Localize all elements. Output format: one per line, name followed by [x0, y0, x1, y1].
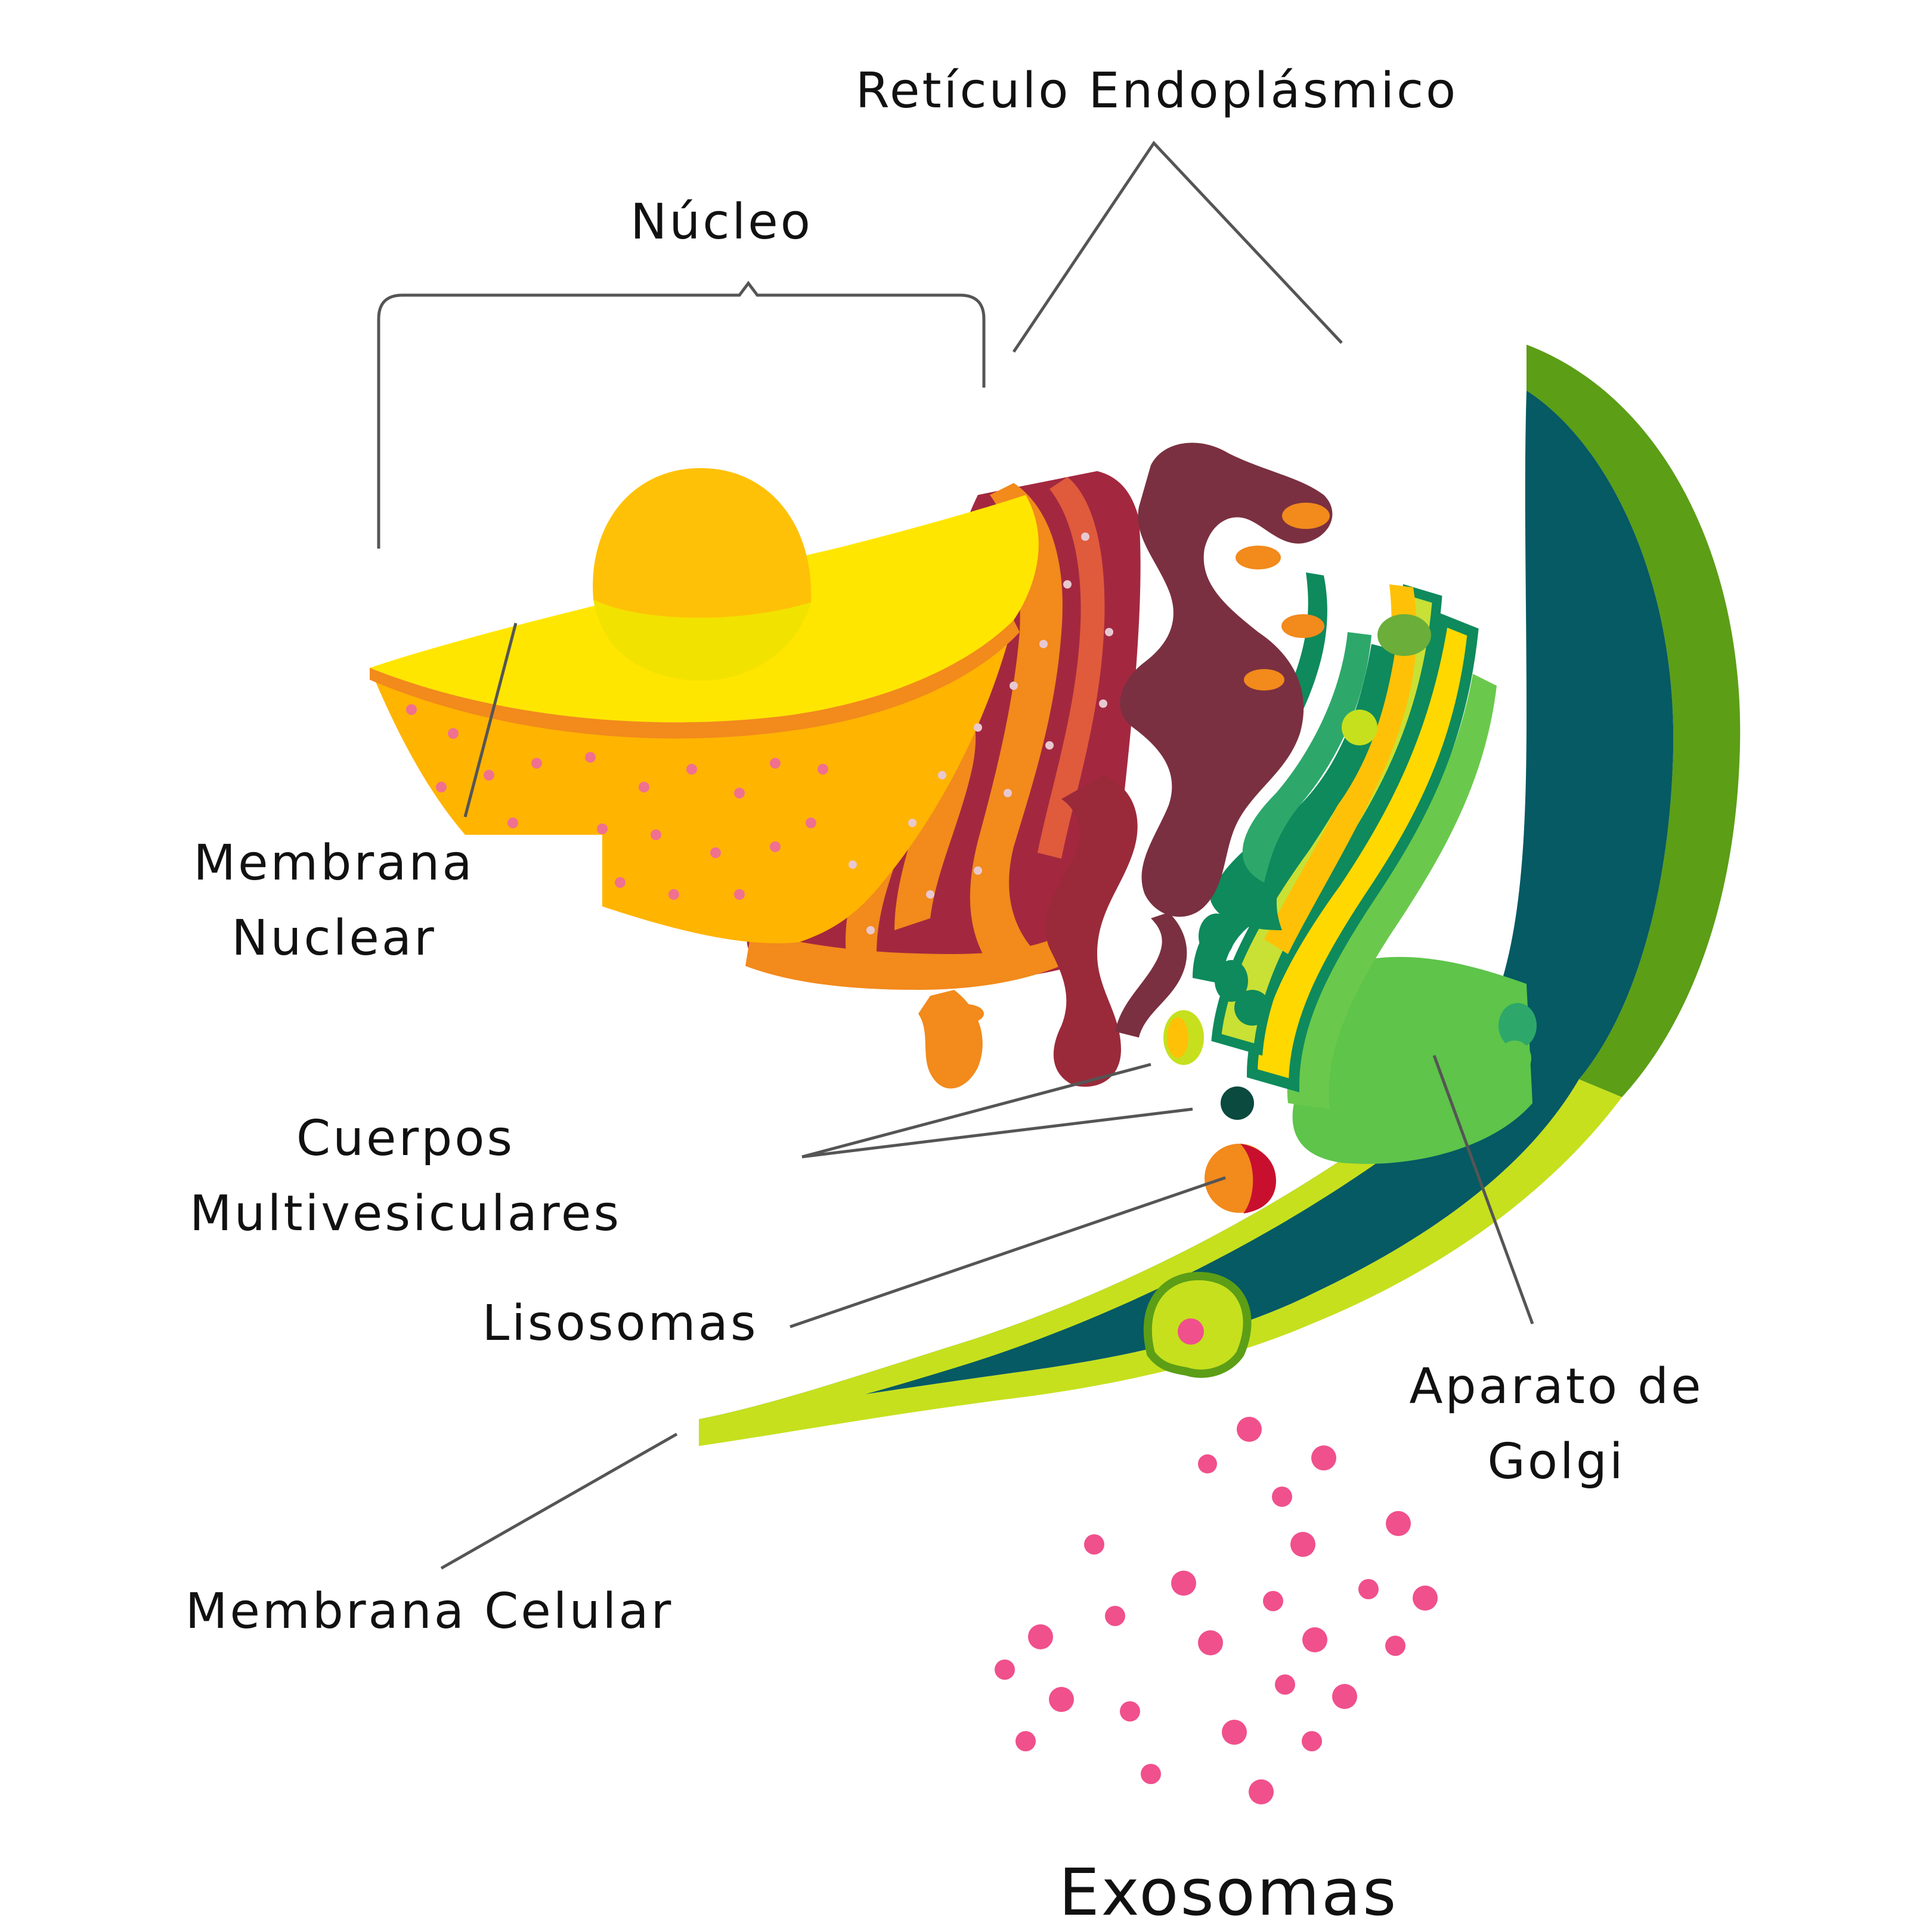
chromatin-dots — [406, 704, 828, 900]
vesicle — [1498, 1041, 1531, 1076]
rough-er-fold-5 — [745, 930, 1073, 990]
label-aparato-de-golgi: Aparato de Golgi — [1371, 1349, 1741, 1500]
label-lisosomas: Lisosomas — [482, 1295, 758, 1352]
smooth-er-tubule — [918, 990, 983, 1089]
nucleolus-shadow — [593, 599, 811, 681]
nucleo-bracket — [377, 280, 986, 549]
golgi-cisterna-1 — [1287, 674, 1497, 1109]
nucleus — [370, 468, 1113, 943]
vesicle — [1342, 710, 1377, 745]
exosomes — [995, 1417, 1438, 1804]
multivesicular-body — [1221, 1086, 1254, 1120]
budding-exosome — [1178, 1318, 1204, 1345]
label-membrana-celular: Membrana Celular — [185, 1583, 674, 1640]
label-membrana-nuclear-line1: Membrana — [193, 835, 475, 891]
golgi-leader — [1432, 1055, 1534, 1324]
lisosomas-leader — [789, 1176, 1226, 1329]
label-reticulo-endoplasmico: Retículo Endoplásmico — [855, 63, 1459, 119]
er-tubule-end — [1282, 503, 1330, 529]
membrana-celular-leader — [440, 1432, 678, 1570]
smooth-er-tubule — [1115, 912, 1187, 1038]
golgi-vesicles — [1199, 614, 1537, 1076]
vesicle — [1498, 1003, 1537, 1048]
vesicle — [1199, 914, 1234, 959]
cuerpos-leader — [801, 1063, 1193, 1159]
label-golgi-line2: Golgi — [1487, 1433, 1626, 1490]
golgi-cisterna-6 — [1242, 632, 1371, 883]
cell-membrane — [699, 345, 1741, 1446]
membrane-outer-band — [1527, 345, 1741, 1097]
smooth-er-tubule — [1120, 442, 1333, 917]
multivesicular-body-core — [1167, 1017, 1188, 1058]
golgi-body — [1292, 956, 1532, 1164]
label-cuerpos-multivesiculares: Cuerpos Multivesiculares — [155, 1101, 656, 1252]
label-exosomas: Exosomas — [1058, 1856, 1398, 1930]
leader-lines — [377, 141, 1534, 1570]
reticulo-leader — [1012, 141, 1343, 353]
vesicle — [1215, 960, 1248, 1002]
label-membrana-nuclear: Membrana Nuclear — [167, 826, 501, 976]
er-tubule-end — [1244, 669, 1284, 691]
nuclear-envelope-rim — [370, 620, 1020, 739]
label-membrana-nuclear-line2: Nuclear — [231, 910, 436, 967]
membrana-nuclear-leader — [463, 623, 518, 818]
ribosome-dots — [849, 532, 1113, 934]
label-cuerpos-line1: Cuerpos — [296, 1110, 515, 1167]
er-tubule-end — [948, 1004, 984, 1023]
smooth-er-tubule — [1045, 775, 1138, 1087]
vesicle — [1377, 614, 1431, 656]
er-tubule-end — [1281, 614, 1324, 638]
er-tubule-end — [1236, 546, 1281, 569]
lysosome-edge — [1240, 1144, 1276, 1213]
cytoplasm — [699, 391, 1674, 1419]
vesicles — [1163, 1010, 1276, 1213]
label-cuerpos-line2: Multivesiculares — [189, 1185, 622, 1242]
vesicle — [1234, 990, 1270, 1026]
rough-er-fold-1 — [970, 483, 1063, 966]
rough-er-fold-2 — [1038, 477, 1105, 859]
label-golgi-line1: Aparato de — [1409, 1358, 1704, 1415]
label-nucleo: Núcleo — [630, 194, 813, 250]
